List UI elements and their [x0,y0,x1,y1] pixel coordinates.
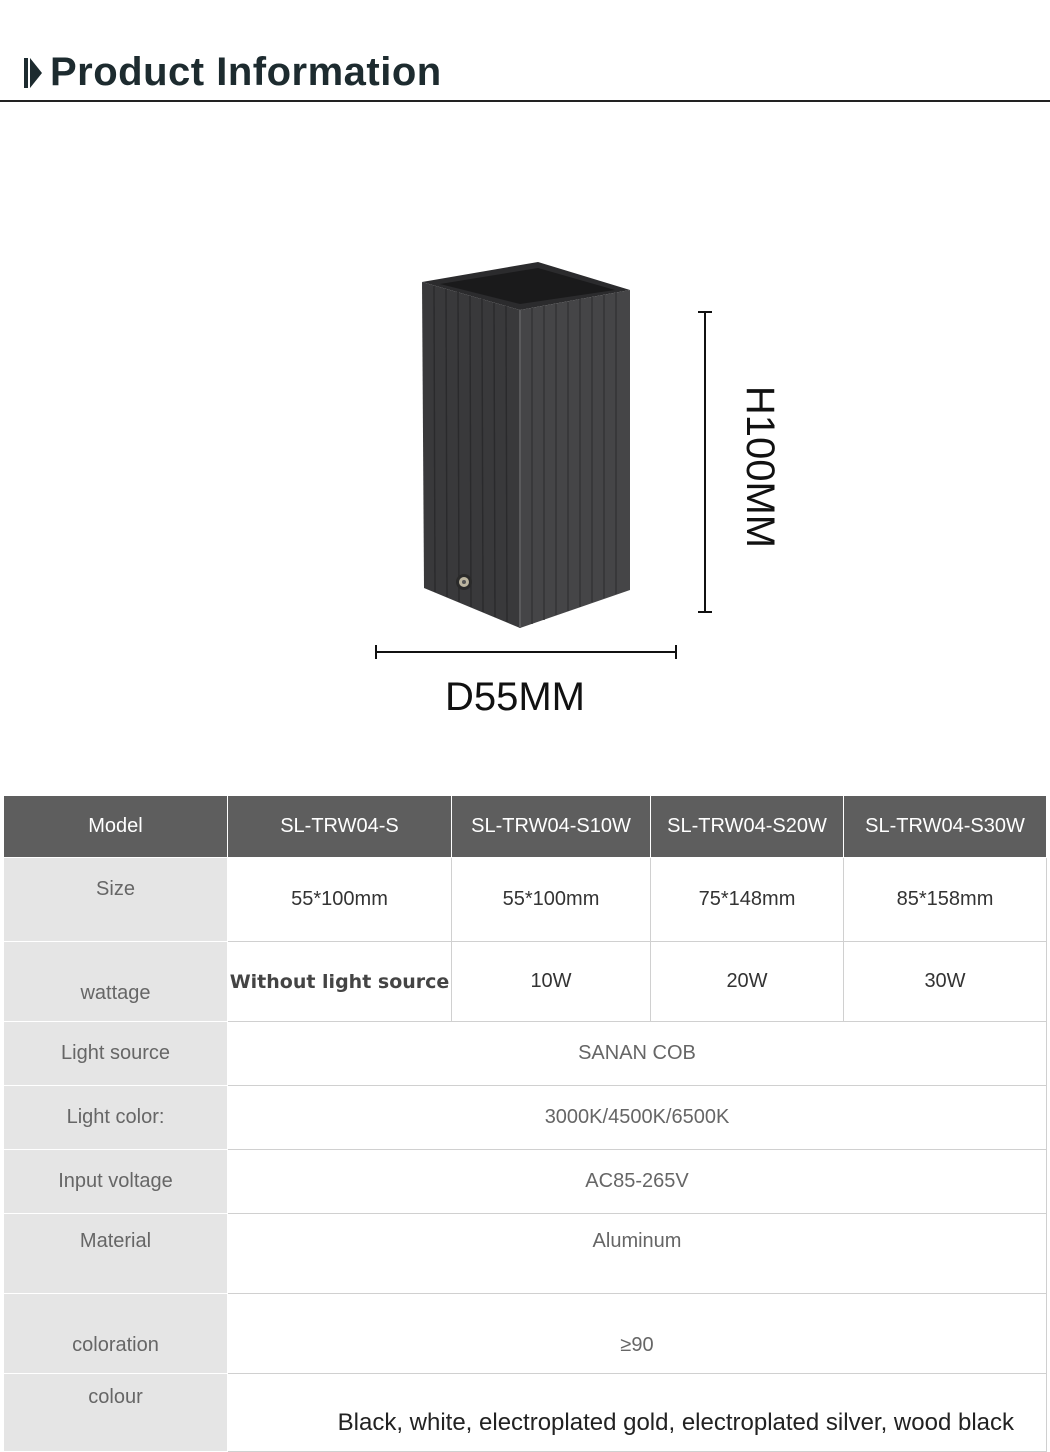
row-label-light-color: Light color: [3,1085,228,1150]
coloration-value: ≥90 [227,1293,1047,1374]
header-cell-model-3: SL-TRW04-S20W [650,796,844,858]
header-cell-model: Model [3,796,228,858]
table-row: coloration ≥90 [3,1293,1047,1374]
width-label: D55MM [444,675,586,719]
row-label-wattage: wattage [3,941,228,1022]
size-cell-1: 55*100mm [227,857,452,942]
table-row: Input voltage AC85-265V [3,1149,1047,1214]
table-row: wattage Without light source 10W 20W 30W [3,941,1047,1022]
row-label-material: Material [3,1213,228,1294]
section-header: Product Information [0,40,1050,102]
spec-table: Model SL-TRW04-S SL-TRW04-S10W SL-TRW04-… [3,796,1047,1452]
input-voltage-value: AC85-265V [227,1149,1047,1214]
product-illustration: H100MM D55MM [0,102,1050,792]
downlight-product-image [422,262,630,628]
row-label-colour: colour [3,1373,228,1452]
header-cell-model-4: SL-TRW04-S30W [843,796,1047,858]
size-cell-2: 55*100mm [451,857,651,942]
colour-value: Black, white, electroplated gold, electr… [227,1373,1047,1452]
wattage-cell-4: 30W [843,941,1047,1022]
row-label-input-voltage: Input voltage [3,1149,228,1214]
table-row: Material Aluminum [3,1213,1047,1294]
wattage-cell-3: 20W [650,941,844,1022]
table-row: colour Black, white, electroplated gold,… [3,1373,1047,1452]
height-label: H100MM [738,385,782,549]
wattage-cell-2: 10W [451,941,651,1022]
width-dimension-line [375,645,677,659]
material-value: Aluminum [227,1213,1047,1294]
light-color-value: 3000K/4500K/6500K [227,1085,1047,1150]
height-dimension-line [698,311,712,613]
light-source-value: SANAN COB [227,1021,1047,1086]
table-row: Light source SANAN COB [3,1021,1047,1086]
table-header-row: Model SL-TRW04-S SL-TRW04-S10W SL-TRW04-… [3,796,1047,858]
row-label-light-source: Light source [3,1021,228,1086]
wattage-cell-1: Without light source [227,941,452,1022]
row-label-size: Size [3,857,228,942]
triangle-marker-icon [24,58,42,88]
header-cell-model-1: SL-TRW04-S [227,796,452,858]
table-row: Size 55*100mm 55*100mm 75*148mm 85*158mm [3,857,1047,942]
table-row: Light color: 3000K/4500K/6500K [3,1085,1047,1150]
header-cell-model-2: SL-TRW04-S10W [451,796,651,858]
size-cell-3: 75*148mm [650,857,844,942]
page-title: Product Information [50,50,442,94]
row-label-coloration: coloration [3,1293,228,1374]
size-cell-4: 85*158mm [843,857,1047,942]
